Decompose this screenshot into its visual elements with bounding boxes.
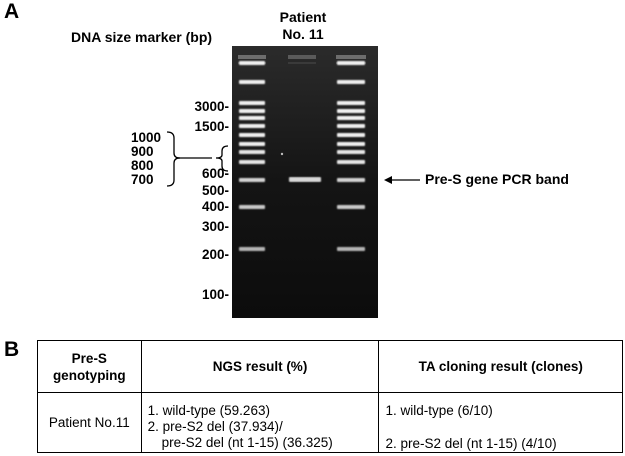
pcr-arrow xyxy=(384,176,420,184)
ladder-left-bands xyxy=(239,61,265,251)
ladder-band xyxy=(337,247,365,251)
ladder-band xyxy=(337,80,365,84)
ladder-band xyxy=(337,150,365,154)
table-header-row: Pre-S genotyping NGS result (%) TA cloni… xyxy=(37,340,623,393)
ladder-band xyxy=(239,150,265,154)
patient-title-line1: Patient xyxy=(279,9,327,25)
patient-title-line2: No. 11 xyxy=(282,26,324,42)
header-ta: TA cloning result (clones) xyxy=(378,340,623,393)
ta-entry-2: 2. pre-S2 del (nt 1-15) (4/10) xyxy=(385,436,557,451)
bracket-label-800: 800 xyxy=(131,158,154,173)
size-label-400: 400- xyxy=(201,199,229,214)
gel-speck xyxy=(280,152,284,156)
cell-ta: 1. wild-type (6/10) 2. pre-S2 del (nt 1-… xyxy=(378,392,623,453)
header-ngs: NGS result (%) xyxy=(140,340,380,393)
gel-image xyxy=(232,46,378,318)
ladder-band xyxy=(337,178,365,182)
bracket-braces xyxy=(166,131,229,187)
size-label-1500: 1500- xyxy=(194,119,229,134)
ladder-band xyxy=(239,142,265,146)
cell-sample: Patient No.11 xyxy=(37,392,142,453)
ladder-band xyxy=(239,116,265,120)
ladder-band xyxy=(239,80,265,84)
ta-entry-1: 1. wild-type (6/10) xyxy=(385,403,493,418)
ladder-band xyxy=(337,109,365,113)
ladder-band xyxy=(239,178,265,182)
ladder-band xyxy=(337,205,365,209)
bracket-label-700: 700 xyxy=(131,172,154,187)
size-label-300: 300- xyxy=(201,219,229,234)
panel-b-letter: B xyxy=(4,338,20,361)
ngs-entry-1: 1. wild-type (59.263) xyxy=(147,403,270,418)
ladder-band xyxy=(337,101,365,105)
size-label-100: 100- xyxy=(201,287,229,302)
bracket-label-1000: 1000 xyxy=(131,130,162,145)
pcr-band xyxy=(289,177,321,182)
ladder-band xyxy=(337,116,365,120)
ladder-band xyxy=(239,124,265,128)
cell-ngs: 1. wild-type (59.263) 2. pre-S2 del (37.… xyxy=(140,392,380,453)
size-label-600: 600- xyxy=(201,166,229,181)
well-middle xyxy=(288,55,316,59)
ladder-band xyxy=(239,101,265,105)
ladder-band xyxy=(239,160,265,164)
size-label-500: 500- xyxy=(201,183,229,198)
ladder-band xyxy=(337,61,365,65)
ladder-band xyxy=(239,61,265,65)
size-label-3000: 3000- xyxy=(194,99,229,114)
patient-title: Patient No. 11 xyxy=(270,9,336,43)
well-left xyxy=(238,55,266,59)
ladder-band xyxy=(239,247,265,251)
well-middle-lower xyxy=(288,62,316,64)
ladder-band xyxy=(239,205,265,209)
ngs-entry-3: pre-S2 del (nt 1-15) (36.325) xyxy=(161,435,333,450)
panel-a-letter: A xyxy=(4,0,20,23)
table-row: Patient No.11 1. wild-type (59.263) 2. p… xyxy=(37,392,623,453)
ladder-band xyxy=(337,142,365,146)
marker-title: DNA size marker (bp) xyxy=(71,29,213,45)
results-table: Pre-S genotyping NGS result (%) TA cloni… xyxy=(37,340,623,453)
ladder-band xyxy=(239,133,265,137)
header-genotyping: Pre-S genotyping xyxy=(37,340,142,393)
ladder-band xyxy=(337,133,365,137)
pcr-band-label: Pre-S gene PCR band xyxy=(425,171,569,187)
ladder-band xyxy=(239,109,265,113)
bracket-label-900: 900 xyxy=(131,144,154,159)
size-label-200: 200- xyxy=(201,247,229,262)
ladder-band xyxy=(337,160,365,164)
ladder-band xyxy=(337,124,365,128)
ngs-entry-2: 2. pre-S2 del (37.934)/ xyxy=(147,419,283,434)
ladder-right-bands xyxy=(337,61,365,251)
well-right xyxy=(336,55,366,59)
